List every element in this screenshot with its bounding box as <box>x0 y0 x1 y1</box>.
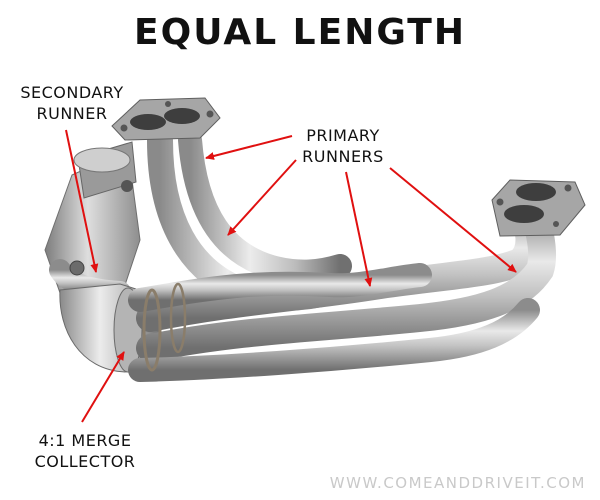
watermark: WWW.COMEANDDRIVEIT.COM <box>329 474 586 492</box>
label-merge-line2: COLLECTOR <box>34 452 136 471</box>
arrow-primary-center <box>345 171 373 287</box>
label-secondary-runner: SECONDARY RUNNER <box>8 82 136 124</box>
label-primary-line1: PRIMARY <box>306 126 380 145</box>
arrow-merge-collector <box>81 351 125 423</box>
label-secondary-line2: RUNNER <box>36 104 108 123</box>
left-head-flange <box>111 97 221 141</box>
label-primary-runners: PRIMARY RUNNERS <box>278 125 408 167</box>
arrow-primary-right <box>389 167 517 273</box>
diagram-title: EQUAL LENGTH <box>134 12 466 53</box>
arrow-primary-inner <box>227 159 297 236</box>
annotation-arrows <box>65 129 517 423</box>
primary-runners <box>128 127 557 382</box>
label-primary-line2: RUNNERS <box>302 147 384 166</box>
arrow-secondary-runner <box>65 129 99 273</box>
label-secondary-line1: SECONDARY <box>20 83 124 102</box>
label-merge-collector: 4:1 MERGE COLLECTOR <box>20 430 150 472</box>
right-head-flange <box>491 179 586 237</box>
arrow-primary-left-flange <box>205 135 293 160</box>
label-merge-line1: 4:1 MERGE <box>38 431 132 450</box>
